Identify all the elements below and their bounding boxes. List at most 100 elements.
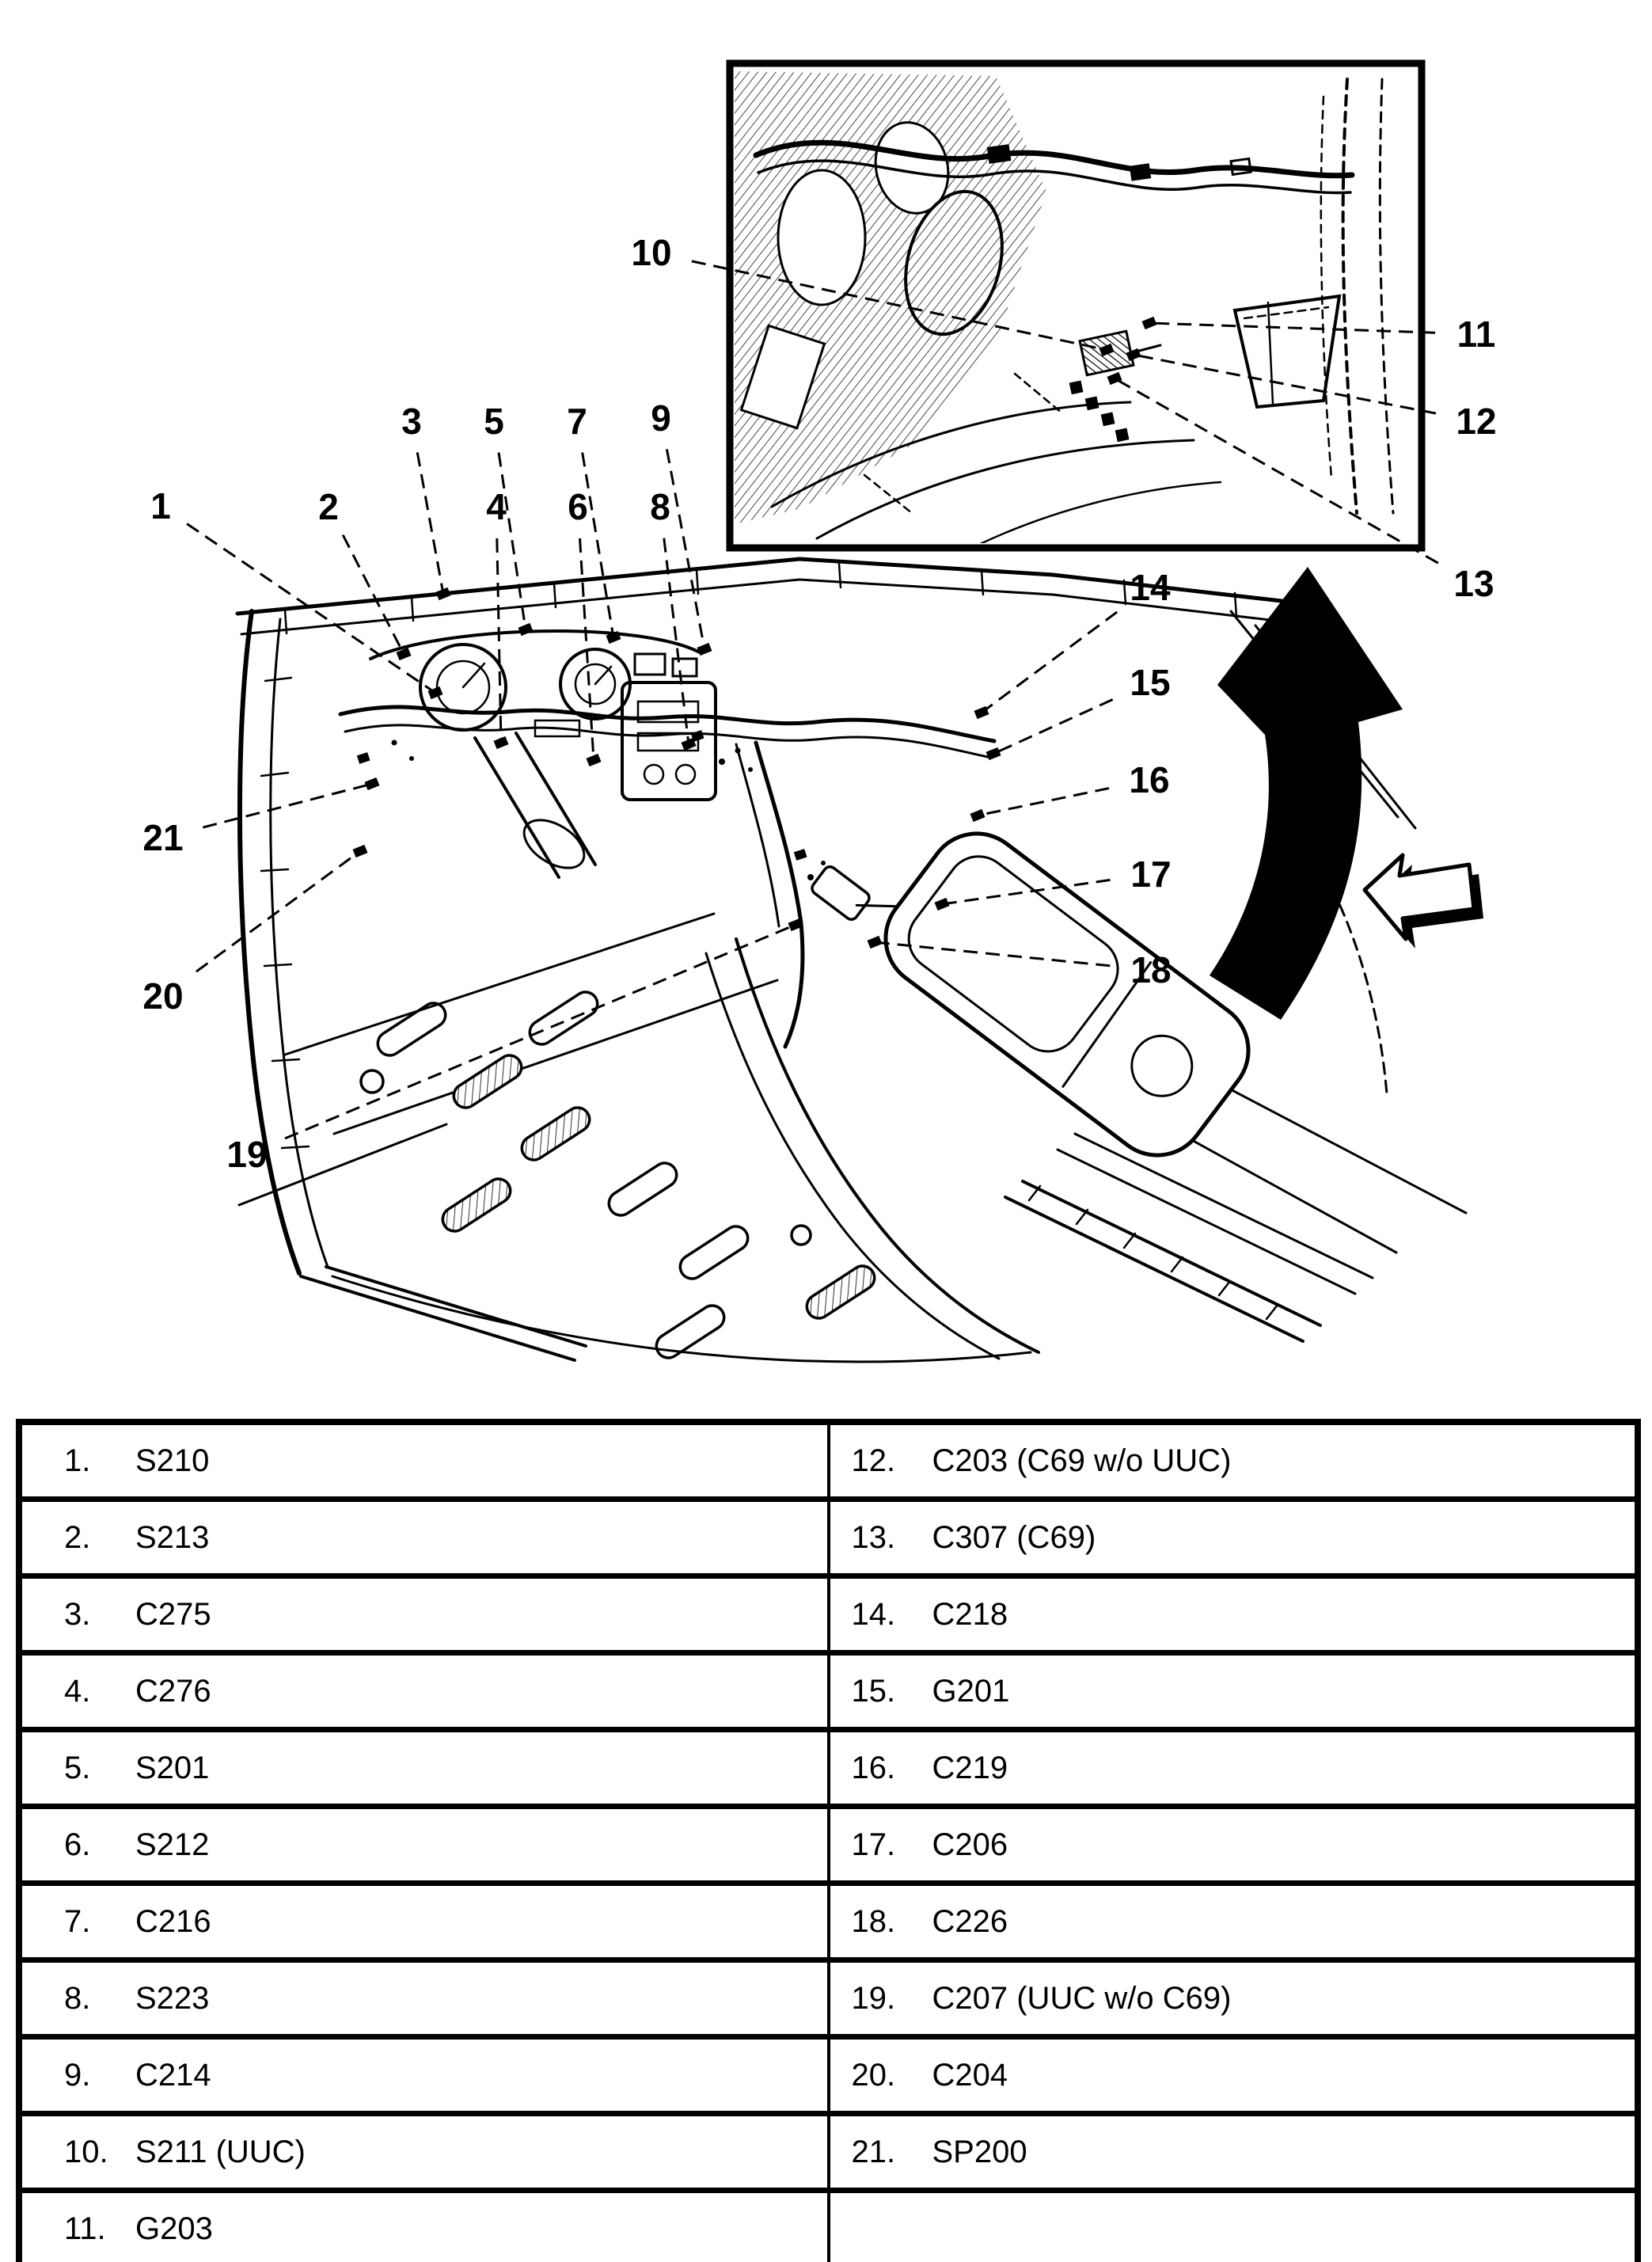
legend-item-number: 12. [851,1443,896,1478]
legend-cell-right-1: 12.C203 (C69 w/o UUC) [826,1419,1639,1502]
connector-marker-3 [435,587,451,601]
legend-row-2: 2.S213 13. C307 (C69) [17,1496,1639,1579]
connector-marker-17 [934,897,950,911]
leader-line-12 [1133,353,1437,415]
legend-item-number: 8. [64,1980,91,2016]
legend-item-label: C214 [135,2057,211,2093]
legend-item-number: 7. [64,1903,91,1939]
legend-item-label: C219 [932,1750,1008,1785]
callout-label-16: 16 [1129,759,1169,800]
connector-marker-10 [1099,343,1115,357]
connector-marker-2 [396,647,412,661]
callout-label-11: 11 [1457,314,1496,355]
callout-label-17: 17 [1130,853,1171,895]
legend-row-5: 5. S201 16. C219 [17,1727,1639,1809]
legend-item-label: S201 [135,1750,210,1785]
leader-line-8 [663,538,690,745]
leader-line-15 [993,698,1114,755]
legend-item-number: 16. [851,1750,896,1785]
legend-row-4: 4. C276 15.G201 [17,1650,1639,1732]
callout-label-7: 7 [567,401,587,442]
legend-cell-left-9: 9. C214 [17,2034,830,2116]
legend-item-number: 9. [64,2057,91,2093]
callout-label-6: 6 [568,486,588,527]
leader-line-7 [581,452,615,638]
connector-marker-1 [427,686,443,700]
leader-line-20 [196,850,361,973]
legend-item-number: 11. [64,2211,106,2246]
callout-label-13: 13 [1453,563,1494,604]
leader-line-1 [186,523,436,694]
connector-marker-13 [1107,371,1122,386]
legend-item-label: C275 [135,1596,211,1632]
connector-marker-6 [586,753,602,767]
callout-label-1: 1 [150,485,171,527]
legend-item-number: 14. [851,1596,896,1632]
callout-label-8: 8 [650,486,670,527]
legend-cell-left-8: 8. S223 [17,1957,830,2040]
legend-row-11: 11. G203 [17,2188,1639,2262]
leader-line-6 [578,538,595,761]
legend-cell-left-2: 2.S213 [17,1496,830,1579]
legend-cell-left-10: 10.S211 (UUC) [17,2111,830,2193]
connector-marker-8 [681,737,697,751]
leader-line-2 [341,534,405,655]
legend-cell-right-4: 15.G201 [826,1650,1639,1732]
legend-row-8: 8. S223 19.C207 (UUC w/o C69) [17,1957,1639,2040]
legend-item-number: 1. [64,1443,91,1478]
legend-item-number: 6. [64,1827,91,1862]
callout-label-18: 18 [1130,949,1171,990]
legend-item-label: S212 [135,1827,210,1862]
legend-item-number: 4. [64,1673,91,1709]
legend-item-label: C276 [135,1673,211,1709]
legend-row-9: 9. C214 20.C204 [17,2034,1639,2116]
leader-line-18 [874,941,1111,968]
callout-label-10: 10 [631,232,671,273]
legend-item-label: S210 [135,1443,210,1478]
legend-cell-right-9: 20.C204 [826,2034,1639,2116]
legend-item-number: 2. [64,1519,91,1555]
legend-cell-right-8: 19.C207 (UUC w/o C69) [826,1957,1639,2040]
callout-label-14: 14 [1130,567,1171,608]
legend-cell-right-7: 18.C226 [826,1880,1639,1963]
legend-table: 1. S210 12.C203 (C69 w/o UUC)2.S213 13. C307… [16,1419,1641,2262]
callout-label-2: 2 [318,486,339,527]
legend-item-label: G203 [135,2211,213,2246]
legend-item-number: 21. [851,2134,896,2169]
callout-label-15: 15 [1130,662,1170,703]
view-direction-arrow [1362,853,1483,949]
connector-marker-14 [974,705,989,720]
legend-cell-right-11 [826,2188,1639,2262]
legend-item-label: S223 [135,1980,210,2016]
legend-cell-left-3: 3.C275 [17,1573,830,1656]
callout-label-12: 12 [1456,401,1496,442]
legend-item-number: 5. [64,1750,91,1785]
curved-direction-arrow [1210,567,1403,1020]
connector-marker-15 [986,747,1001,761]
callout-leader-lines [186,260,1439,1140]
legend-cell-left-11: 11. G203 [17,2188,830,2262]
connector-marker-19 [788,918,803,932]
legend-item-label: S211 (UUC) [135,2134,306,2169]
connector-marker-21 [364,777,380,791]
legend-item-label: C307 (C69) [932,1519,1096,1555]
connector-marker-7 [606,630,621,644]
legend-item-number: 18. [851,1903,896,1939]
legend-table-body: 1. S210 12.C203 (C69 w/o UUC)2.S213 13. C307… [17,1419,1639,2262]
legend-cell-right-10: 21.SP200 [826,2111,1639,2193]
inset-detail-view [735,71,1395,543]
legend-item-number: 13. [851,1519,896,1555]
legend-cell-right-2: 13. C307 (C69) [826,1496,1639,1579]
leader-line-10 [691,260,1107,352]
legend-item-label: C204 [932,2057,1008,2093]
leader-line-5 [497,452,527,630]
legend-cell-left-7: 7.C216 [17,1880,830,1963]
connector-marker-4 [493,736,509,750]
leader-line-4 [496,538,503,743]
connector-marker-9 [697,642,712,656]
legend-item-number: 15. [851,1673,896,1709]
callout-label-21: 21 [142,817,183,858]
legend-cell-left-1: 1. S210 [17,1419,830,1502]
leader-line-17 [941,878,1111,906]
